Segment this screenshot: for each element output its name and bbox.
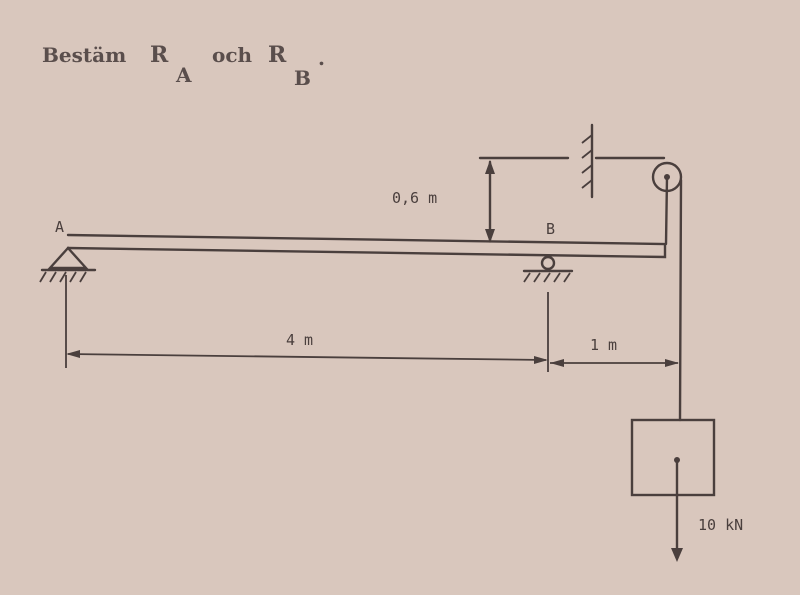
label-b: B [546,220,555,238]
rb-subscript: B [294,66,311,90]
support-b-roller: B [522,220,574,283]
ra-symbol: R [150,42,169,68]
problem-title: Bestäm R A och R B . [42,42,325,90]
overhang-label: 1 m [590,336,617,354]
title-period: . [318,46,325,70]
rb-symbol: R [268,42,287,68]
load-label: 10 kN [698,516,743,534]
ra-subscript: A [175,63,192,87]
title-word: Bestäm [42,43,126,67]
rope-and-pulley [594,156,683,422]
height-label: 0,6 m [392,189,437,207]
height-dimension: 0,6 m [392,156,570,243]
wall-fixture [581,123,594,199]
beam [66,233,667,259]
span-dimensions: 4 m 1 m [65,275,679,372]
label-a: A [55,218,64,236]
span-ab-label: 4 m [286,331,313,349]
support-a-pin: A [39,218,97,283]
hanging-weight: 10 kN [630,418,743,562]
title-och: och [212,43,253,67]
